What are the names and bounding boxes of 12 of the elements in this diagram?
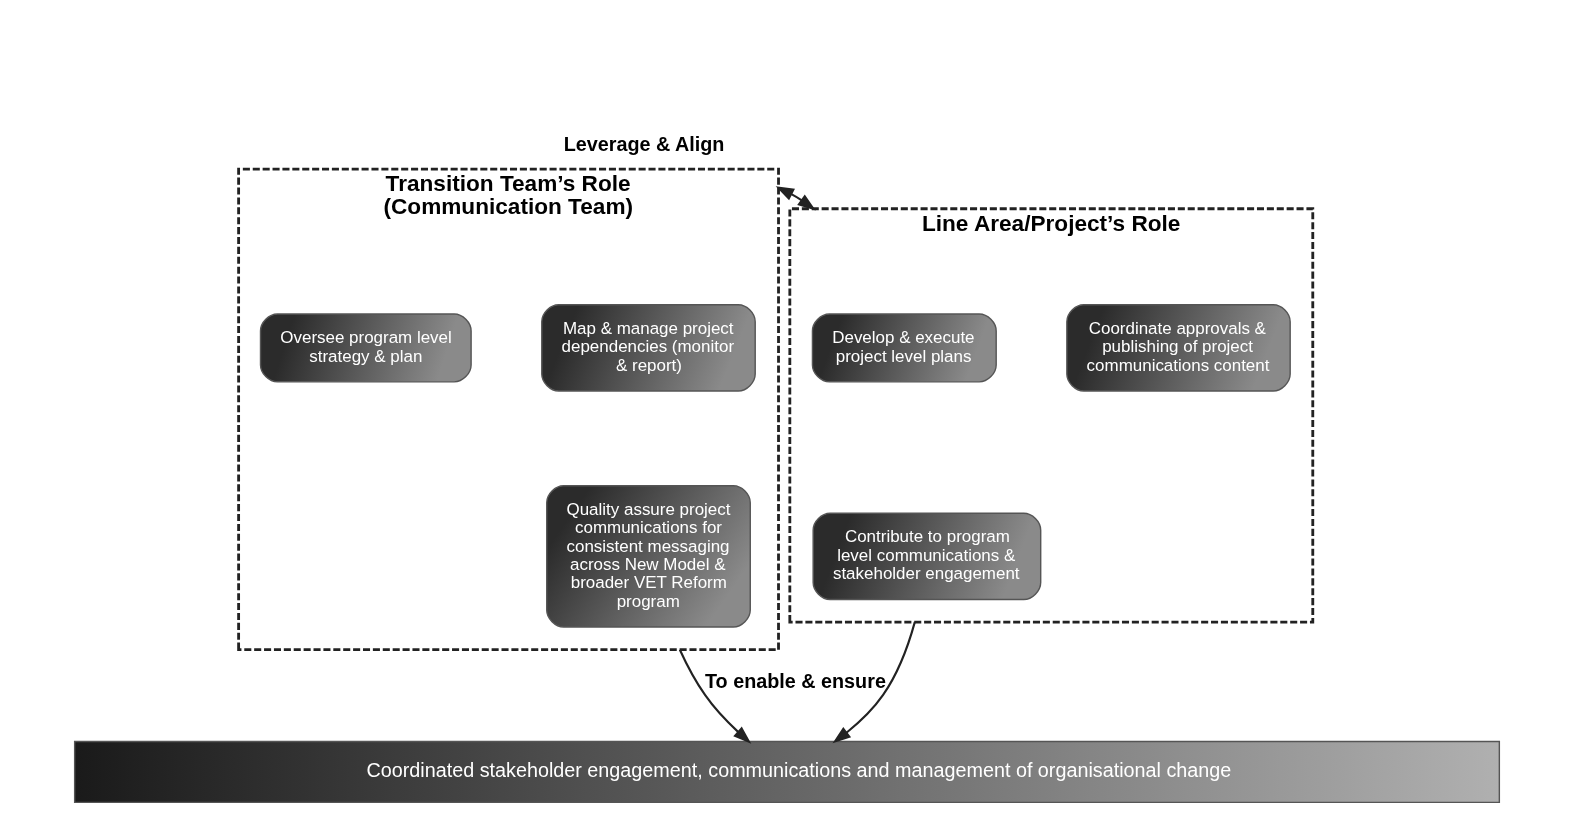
arrow [832, 621, 916, 744]
node-box: Contribute to program level communications & stakeholder engagement [811, 512, 1041, 601]
edge-label: Leverage & Align [563, 133, 724, 156]
node-box: Map & manage project dependencies (monitor & report) [540, 304, 756, 392]
node-box: Coordinate approvals & publishing of project communications content [1065, 304, 1291, 392]
node-box: Quality assure project communications for consistent messaging across New Model & broader VET Reform program [545, 485, 751, 628]
arrow [678, 649, 751, 744]
node-box: Coordinated stakeholder engagement, communications and management of organisational change [73, 740, 1500, 804]
node-box: Develop & execute project level plans [811, 313, 997, 383]
edge-label: To enable & ensure [704, 670, 886, 693]
node-box: Oversee program level strategy & plan [259, 313, 472, 383]
arrow [775, 186, 816, 211]
